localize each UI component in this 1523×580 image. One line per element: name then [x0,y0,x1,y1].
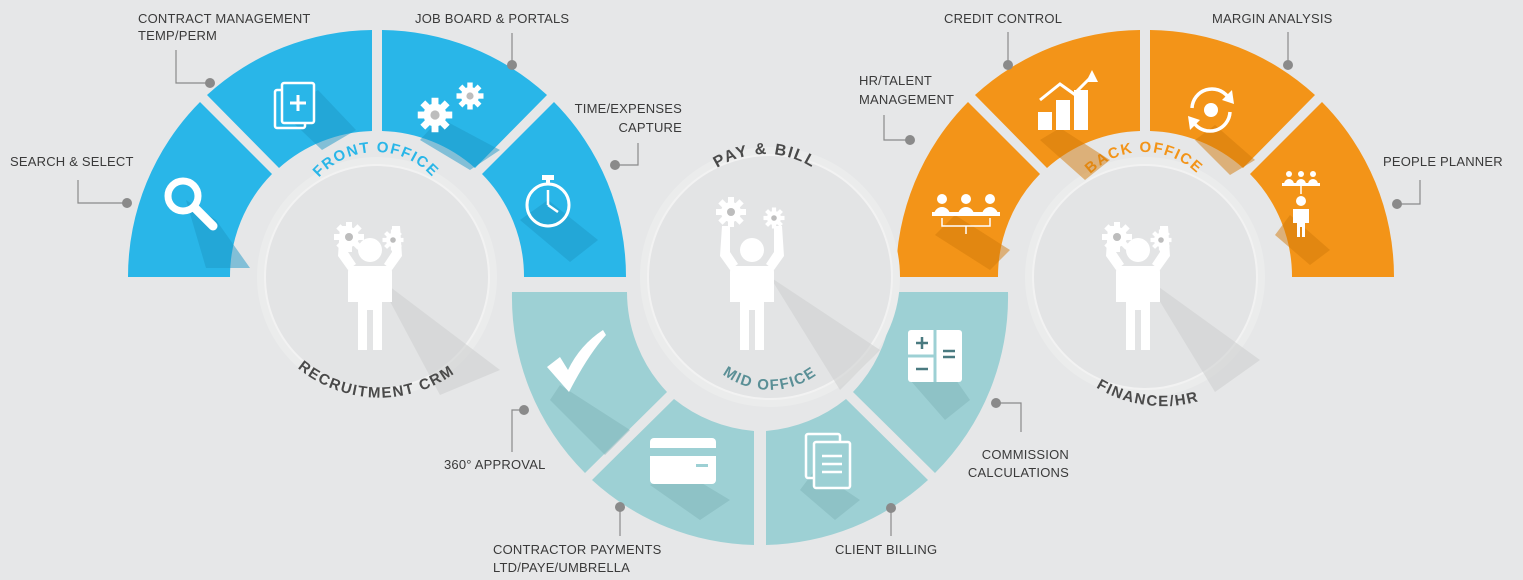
gear-icon [763,207,785,229]
label-hr-talent-sub: MANAGEMENT [859,92,954,107]
refresh-icon [1188,87,1255,175]
label-margin-analysis: MARGIN ANALYSIS [1212,11,1333,26]
stopwatch-icon [520,175,598,262]
label-search-select: SEARCH & SELECT [10,154,134,169]
team-icon [932,194,1010,270]
label-contractor-payments-sub: LTD/PAYE/UMBRELLA [493,560,630,575]
segment-time-expenses[interactable] [482,102,627,277]
gear-icon [382,229,404,251]
label-client-billing: CLIENT BILLING [835,542,937,557]
gear-icon [1102,222,1132,252]
label-contract-management: CONTRACT MANAGEMENT [138,11,311,26]
label-360-approval: 360° APPROVAL [444,457,546,472]
label-contractor-payments: CONTRACTOR PAYMENTS [493,542,662,557]
label-contract-management-sub: TEMP/PERM [138,28,217,43]
segment-credit-control[interactable] [975,30,1140,168]
search-icon [164,177,250,268]
mid-office-hub [640,147,900,407]
front-office-hub [257,157,500,397]
label-commission-sub: CALCULATIONS [968,465,1069,480]
gear-icon [1150,229,1172,251]
gear-icon [716,197,746,227]
documents-icon [800,432,860,520]
label-hr-talent: HR/TALENT [859,73,932,88]
label-time-expenses-sub: CAPTURE [618,120,682,135]
connector-dots [122,60,1402,513]
credit-card-icon [650,438,730,520]
calculator-icon [908,330,970,420]
label-people-planner: PEOPLE PLANNER [1383,154,1503,169]
gear-icon [334,222,364,252]
label-time-expenses: TIME/EXPENSES [575,101,682,116]
checkmark-icon [547,330,630,455]
people-planner-icon [1275,171,1330,265]
label-credit-control: CREDIT CONTROL [944,11,1062,26]
back-office-hub [1025,157,1265,397]
document-plus-icon [273,81,356,150]
growth-chart-icon [1038,70,1110,180]
gears-icon [417,82,500,170]
label-commission: COMMISSION [982,447,1069,462]
label-job-board: JOB BOARD & PORTALS [415,11,569,26]
segment-360-approval[interactable] [511,292,667,473]
segment-hr-talent[interactable] [895,102,1040,277]
